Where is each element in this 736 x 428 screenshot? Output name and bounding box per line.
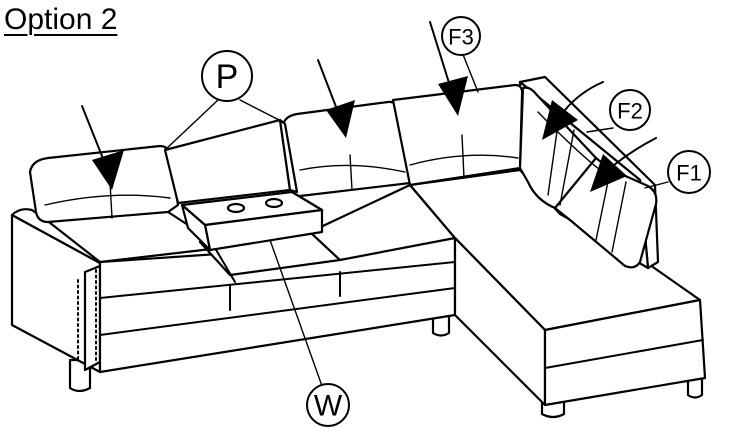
callout-f1-label: F1 bbox=[676, 161, 702, 186]
callout-f2-label: F2 bbox=[617, 99, 643, 124]
callout-w-label: W bbox=[314, 390, 343, 423]
callout-p-label: P bbox=[216, 58, 239, 96]
callout-p: P bbox=[202, 51, 252, 101]
callout-f3: F3 bbox=[442, 17, 480, 55]
callout-f2: F2 bbox=[610, 90, 650, 130]
callout-f3-label: F3 bbox=[448, 25, 474, 50]
middle-panel bbox=[165, 120, 297, 203]
callout-f1: F1 bbox=[668, 151, 710, 193]
callout-w: W bbox=[307, 384, 349, 426]
